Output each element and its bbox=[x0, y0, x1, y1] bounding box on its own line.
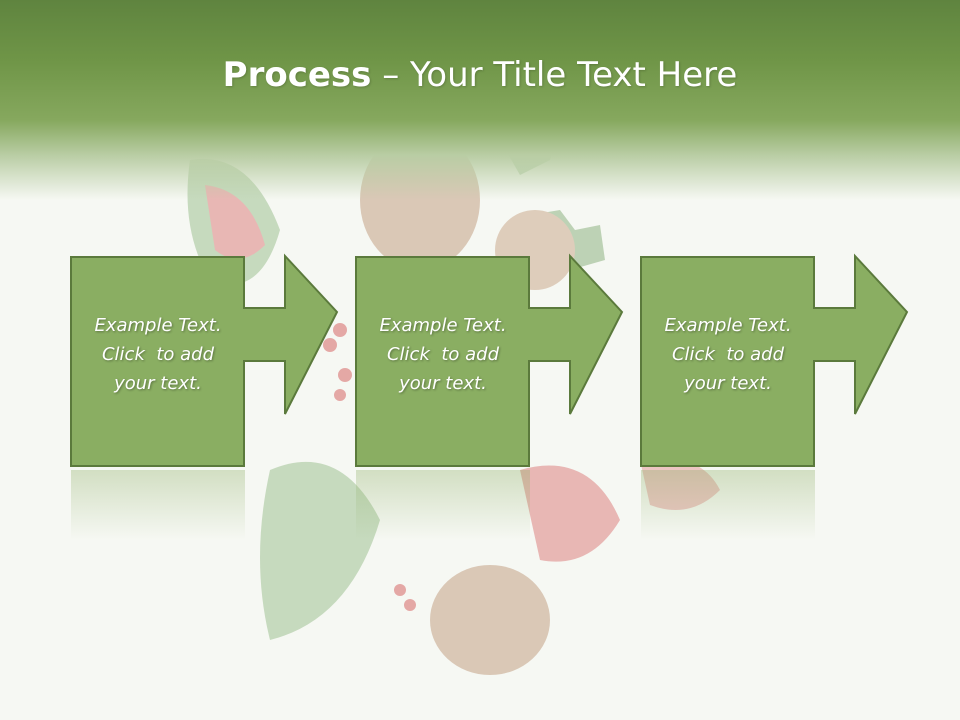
title-bold: Process bbox=[222, 55, 372, 95]
step-reflection bbox=[71, 470, 245, 540]
step-reflection bbox=[356, 470, 530, 540]
title-banner bbox=[0, 0, 960, 200]
step-text-line: Click to add bbox=[101, 344, 214, 365]
title-rest: Your Title Text Here bbox=[410, 55, 738, 95]
step-text[interactable]: Example Text. Click to add your text. bbox=[641, 311, 815, 398]
right-arrow-icon bbox=[70, 253, 339, 467]
process-step-3[interactable]: Example Text. Click to add your text. bbox=[640, 253, 931, 468]
right-arrow-icon bbox=[355, 253, 624, 467]
step-text-line: Click to add bbox=[386, 344, 499, 365]
title-separator: – bbox=[371, 55, 411, 95]
right-arrow-icon bbox=[640, 253, 909, 467]
step-text-line: your text. bbox=[114, 373, 202, 394]
step-text[interactable]: Example Text. Click to add your text. bbox=[71, 311, 245, 398]
step-text-line: Example Text. bbox=[94, 315, 222, 336]
step-text-line: your text. bbox=[399, 373, 487, 394]
process-step-2[interactable]: Example Text. Click to add your text. bbox=[355, 253, 646, 468]
step-text-line: your text. bbox=[684, 373, 772, 394]
page-title[interactable]: Process – Your Title Text Here bbox=[0, 52, 960, 98]
step-text[interactable]: Example Text. Click to add your text. bbox=[356, 311, 530, 398]
process-step-1[interactable]: Example Text. Click to add your text. bbox=[70, 253, 361, 468]
step-reflection bbox=[641, 470, 815, 540]
step-text-line: Example Text. bbox=[664, 315, 792, 336]
step-text-line: Click to add bbox=[671, 344, 784, 365]
step-text-line: Example Text. bbox=[379, 315, 507, 336]
